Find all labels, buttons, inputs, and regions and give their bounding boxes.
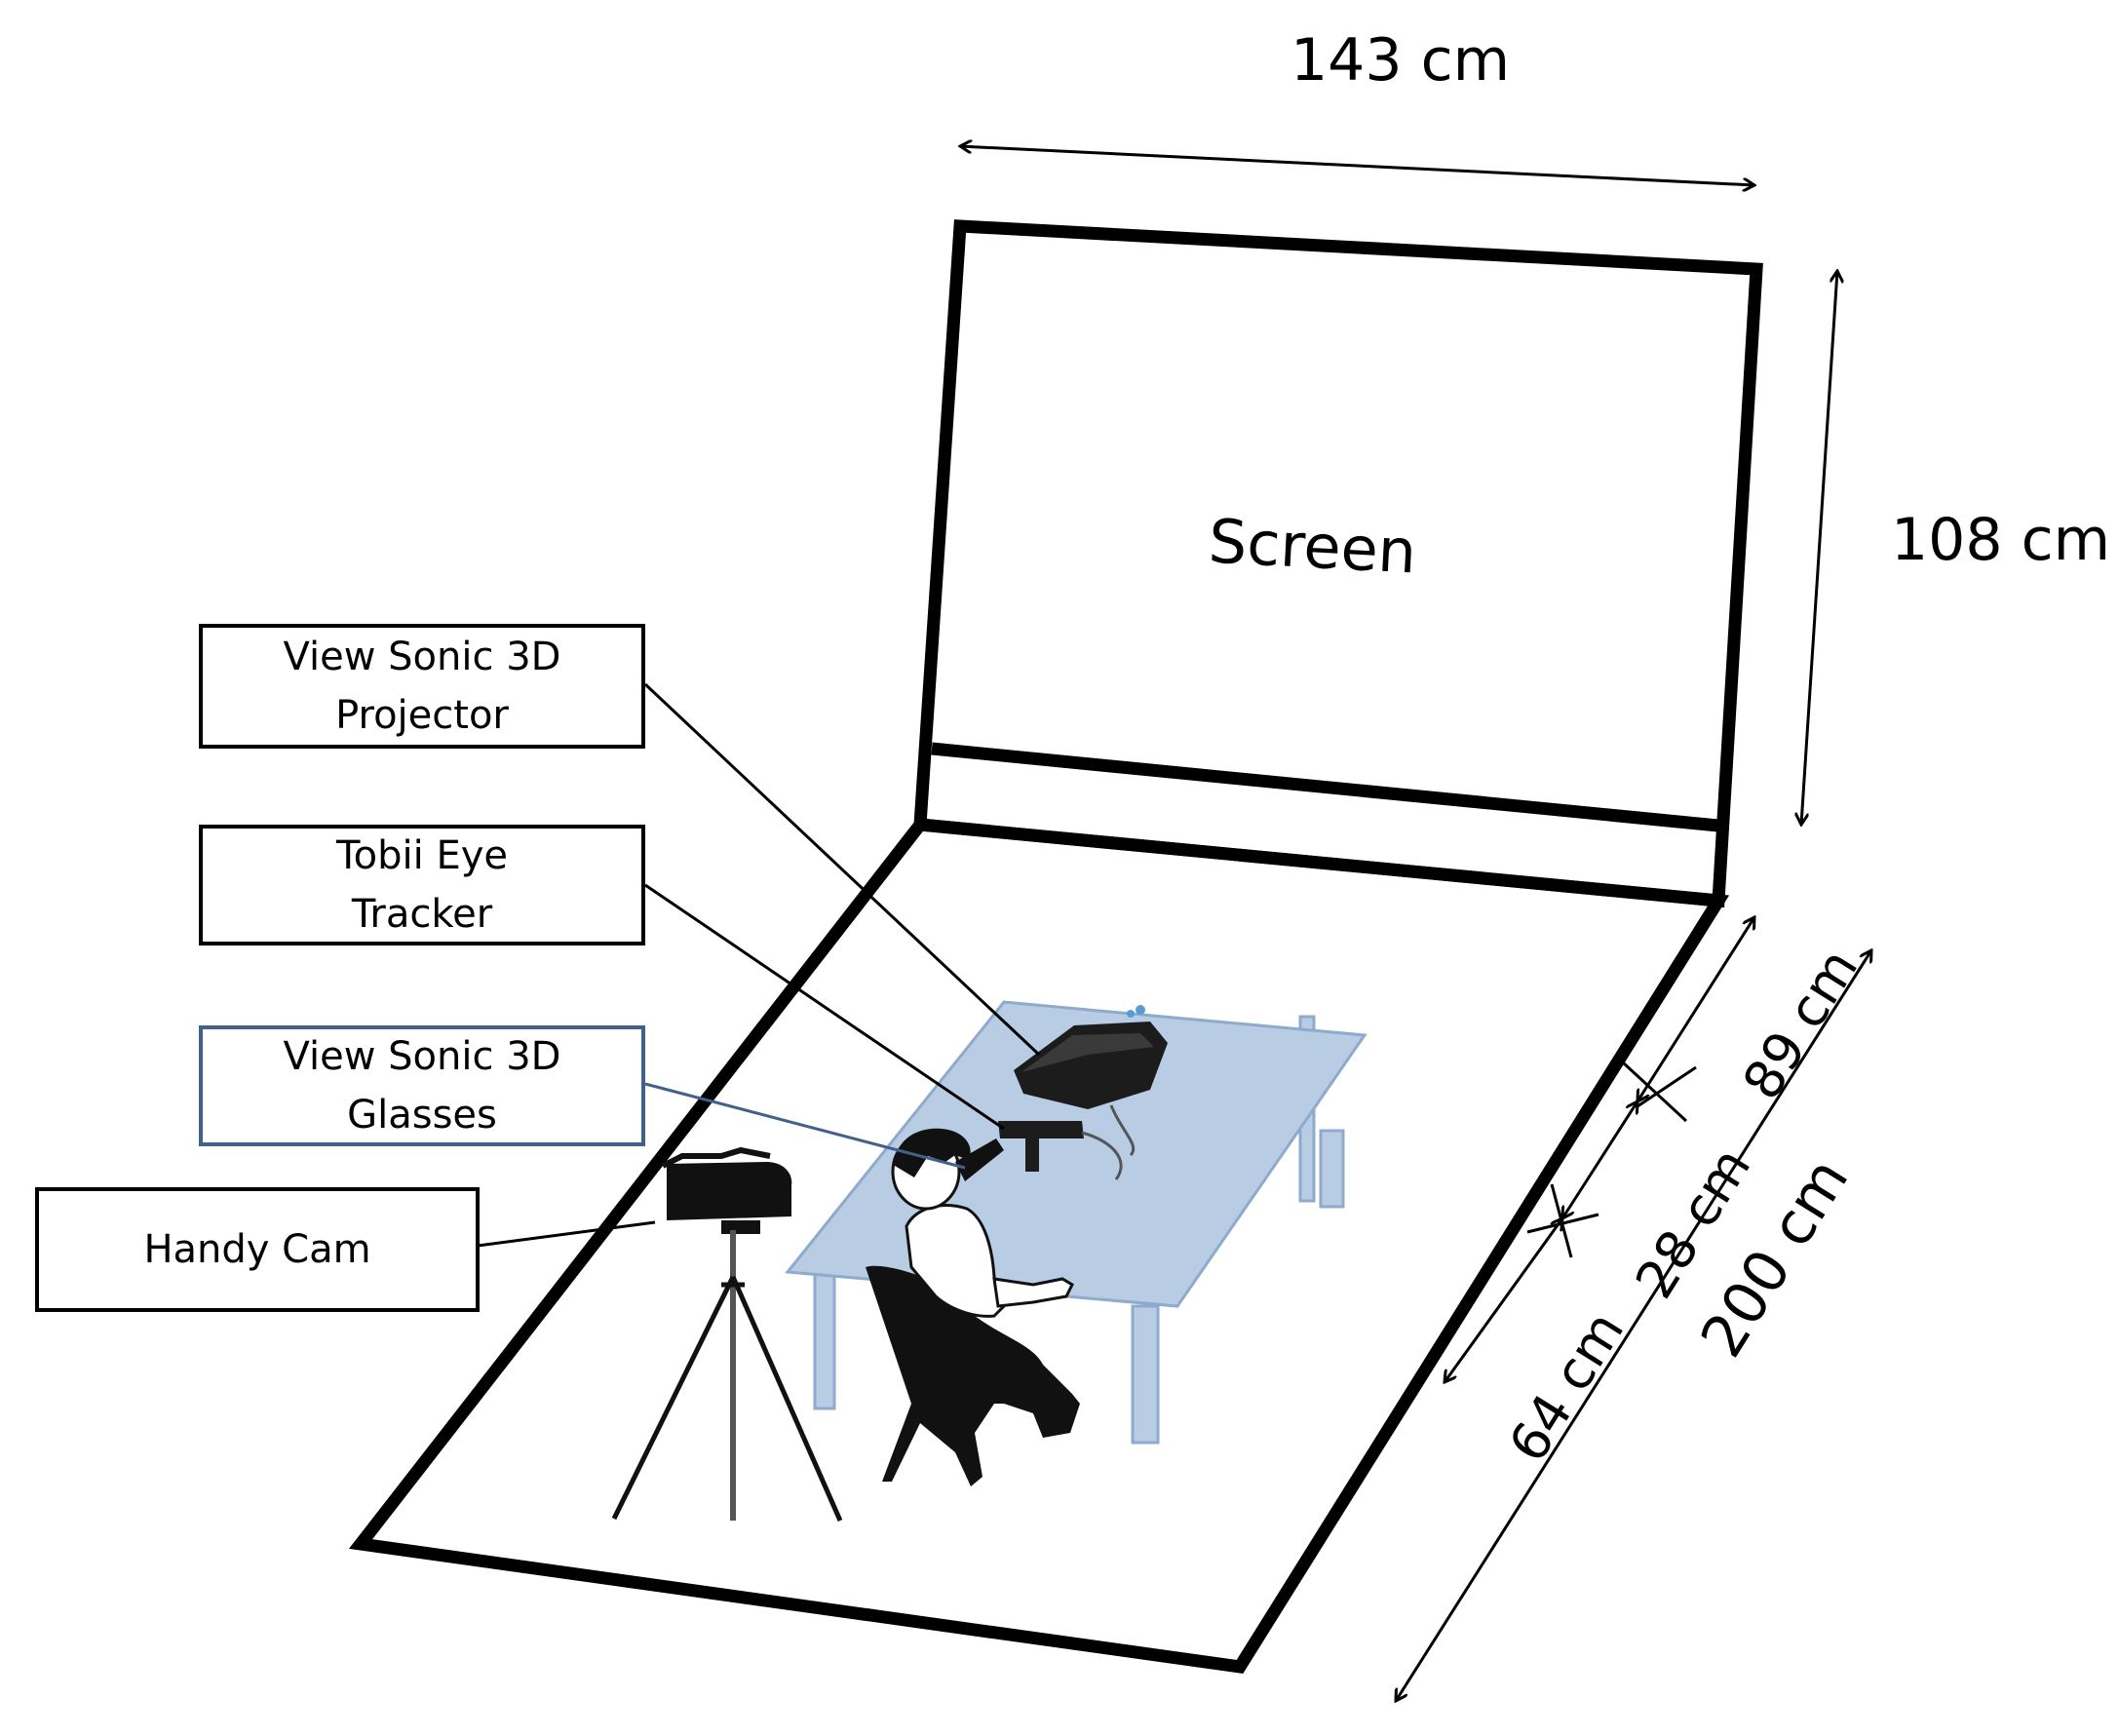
eye-tracker-callout-line: [644, 883, 1005, 1131]
depth-arrow-64: [1445, 1218, 1562, 1382]
eye-tracker-label-box: Tobii Eye Tracker: [199, 825, 645, 945]
projector-label-line-2: Projector: [335, 693, 509, 738]
projector-label-line-1: View Sonic 3D: [283, 635, 561, 679]
eye-tracker-label-line-1: Tobii Eye: [336, 833, 508, 878]
eye-tracker-label-line-2: Tracker: [351, 892, 493, 937]
glasses-callout-line: [644, 1082, 966, 1170]
depth-arrow-28: [1562, 1101, 1637, 1218]
handycam-on-tripod: [611, 1146, 843, 1523]
eye-tracker: [998, 1121, 1123, 1180]
depth-arrow-200: [1396, 950, 1871, 1701]
glasses-label-box: View Sonic 3D Glasses: [199, 1025, 645, 1146]
handycam-label-box: Handy Cam: [35, 1187, 480, 1312]
callout-lines: [477, 682, 1041, 1248]
screen-label: Screen: [1207, 505, 1418, 588]
projector: [1014, 1005, 1168, 1157]
handycam-label-line-1: Handy Cam: [143, 1227, 371, 1272]
projector-label-box: View Sonic 3D Projector: [199, 624, 645, 749]
projector-callout-line: [643, 682, 1041, 1057]
dimension-arrows: [960, 146, 1871, 1701]
width-dimension: 143 cm: [1291, 26, 1511, 95]
height-dimension: 108 cm: [1891, 506, 2111, 574]
handycam-callout-line: [477, 1220, 656, 1248]
depth-arrow-89: [1637, 917, 1754, 1101]
person-in-chair: [866, 1128, 1080, 1486]
glasses-label-line-2: Glasses: [347, 1093, 497, 1138]
height-arrow: [1801, 271, 1837, 825]
floor-outline: [348, 818, 1730, 1675]
width-arrow: [960, 146, 1754, 185]
glasses-label-line-1: View Sonic 3D: [283, 1034, 561, 1079]
